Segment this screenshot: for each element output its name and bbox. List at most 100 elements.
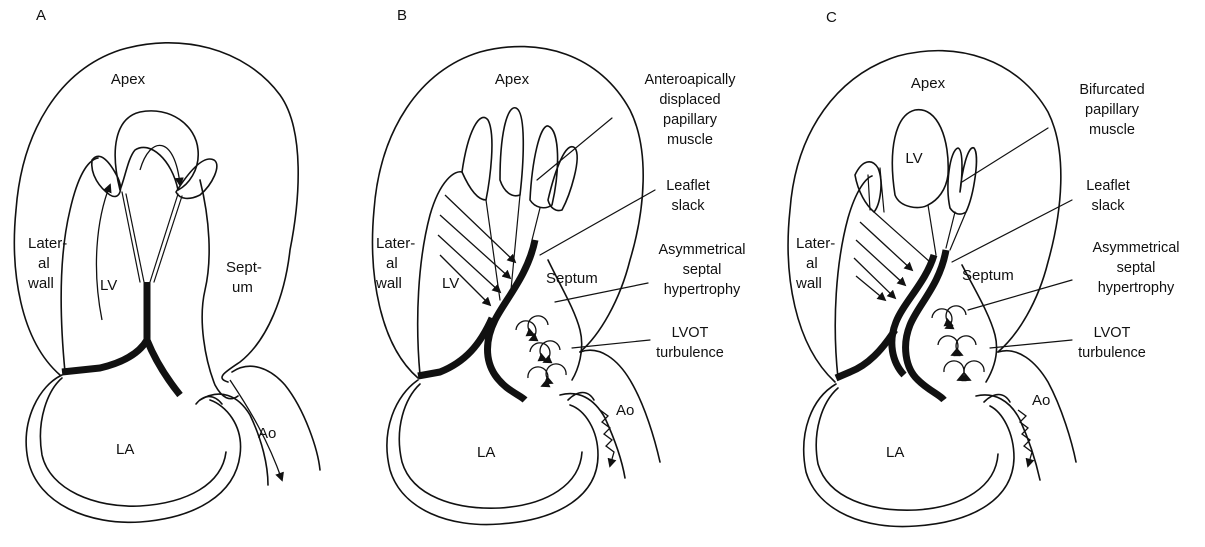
- panel-b-ao-label: Ao: [616, 402, 634, 419]
- panel-c-leaflet-line2: slack: [1091, 198, 1125, 214]
- panel-b: B: [373, 7, 746, 525]
- panel-a-chorda-1: [122, 192, 140, 282]
- panel-a-letter: A: [36, 7, 46, 24]
- panel-c-papillary-callout: Bifurcated papillary muscle: [1079, 82, 1144, 138]
- panel-b-turbulence-pointer: [572, 340, 650, 348]
- panel-c-lateral-line3: wall: [795, 275, 822, 292]
- panel-c-lateral-contour: [835, 176, 872, 378]
- panel-b-swirl-2: [528, 316, 548, 335]
- panel-c-swirl-6: [964, 361, 984, 380]
- panel-b-la-label: LA: [477, 444, 495, 461]
- panel-c-papillary-line2: papillary: [1085, 102, 1140, 118]
- panel-b-papillary-line3: papillary: [663, 112, 718, 128]
- panel-b-lateral-line1: Later-: [376, 235, 415, 252]
- panel-a-la-label: LA: [116, 441, 134, 458]
- panel-c: C: [788, 9, 1179, 527]
- panel-c-hypertrophy-line3: hypertrophy: [1098, 280, 1175, 296]
- panel-c-chorda-4: [950, 212, 966, 250]
- panel-b-ventricle-outline: [373, 47, 644, 378]
- panel-b-lateral-line3: wall: [375, 275, 402, 292]
- panel-b-wavy-outflow: [600, 410, 614, 466]
- panel-c-leaflet-callout: Leaflet slack: [1086, 178, 1130, 214]
- panel-c-atrium-inner: [816, 388, 998, 510]
- panel-a-papillary-right: [176, 159, 217, 198]
- panel-c-aorta-inner: [976, 395, 1040, 480]
- panel-c-leaflet-line1: Leaflet: [1086, 178, 1130, 194]
- panel-c-swirl-4: [956, 336, 976, 355]
- panel-c-turbulence-line2: turbulence: [1078, 345, 1146, 361]
- panel-b-papillary-pointer: [537, 118, 612, 180]
- panel-c-wavy-outflow: [1018, 410, 1032, 466]
- panel-b-swirl-5: [528, 367, 548, 386]
- panel-c-ao-label: Ao: [1032, 392, 1050, 409]
- panel-b-hypertrophy-line3: hypertrophy: [664, 282, 741, 298]
- panel-a-apex-label: Apex: [111, 71, 146, 88]
- panel-c-papillary-tip-1: [868, 175, 870, 210]
- panel-a-anterior-leaflet: [62, 282, 147, 372]
- panel-c-septum-label: Septum: [962, 267, 1014, 284]
- panel-b-hypertrophy-callout: Asymmetrical septal hypertrophy: [658, 242, 745, 298]
- panel-b-posterior-leaflet: [418, 318, 492, 376]
- panel-b-papillary-line4: muscle: [667, 132, 713, 148]
- panel-c-lateral-line1: Later-: [796, 235, 835, 252]
- panel-a-lateral-contour: [61, 158, 98, 372]
- panel-b-lateral-line2: al: [386, 255, 398, 272]
- panel-b-leaflet-pointer: [540, 190, 655, 255]
- panel-b-turbulence-callout: LVOT turbulence: [656, 325, 724, 361]
- panel-c-papillary-left: [855, 162, 881, 212]
- panel-c-posterior-leaflet: [836, 330, 895, 378]
- panel-a-lateral-line2: al: [38, 255, 50, 272]
- panel-a-apex-arrow: [140, 145, 180, 185]
- panel-c-papillary-bifurcated: [948, 148, 976, 214]
- panel-a-posterior-leaflet: [147, 340, 180, 395]
- panel-a-chorda-3: [150, 194, 178, 282]
- panel-c-chorda-1: [874, 212, 930, 262]
- panel-c-turbulence-pointer: [990, 340, 1072, 348]
- panel-c-lateral-line2: al: [806, 255, 818, 272]
- panel-b-papillary-line2: displaced: [659, 92, 720, 108]
- panel-b-papillary-1: [462, 117, 492, 200]
- panel-a-ventricle-outline: [14, 43, 298, 382]
- panel-a-septum-line1: Sept-: [226, 259, 262, 276]
- panel-c-turbulence-callout: LVOT turbulence: [1078, 325, 1146, 361]
- panel-c-letter: C: [826, 9, 837, 26]
- panel-a-septum-line2: um: [232, 279, 253, 296]
- panel-a-chorda-4: [154, 196, 182, 282]
- panel-b-septum-label: Septum: [546, 270, 598, 287]
- panel-c-swirl-1: [932, 309, 952, 328]
- panel-b-hypertrophy-line2: septal: [683, 262, 722, 278]
- panel-a-ao-label: Ao: [258, 425, 276, 442]
- panel-a-chorda-2: [126, 194, 144, 282]
- panel-c-la-label: LA: [886, 444, 904, 461]
- panel-b-turbulence-line1: LVOT: [672, 325, 709, 341]
- panel-c-turbulence-line1: LVOT: [1094, 325, 1131, 341]
- panel-c-leaflet-pointer: [952, 200, 1072, 262]
- panel-a: A Apex Later- al wall LV Sept: [14, 7, 320, 522]
- panel-b-chorda-3: [532, 208, 540, 240]
- panel-b-apex-label: Apex: [495, 71, 530, 88]
- panel-c-lv-label: LV: [905, 150, 922, 167]
- panel-c-swirl-2: [946, 306, 966, 325]
- panel-c-swirl-3: [938, 336, 958, 355]
- panel-b-papillary-line1: Anteroapically: [644, 72, 736, 88]
- panel-c-ventricle-outline: [788, 51, 1061, 382]
- panel-b-swirl-1: [516, 321, 536, 340]
- panel-b-swirl-6: [546, 364, 566, 383]
- panel-a-lateral-line3: wall: [27, 275, 54, 292]
- panel-c-flow-arrow-1: [860, 222, 912, 270]
- panel-b-leaflet-line1: Leaflet: [666, 178, 710, 194]
- panel-b-papillary-2: [500, 108, 523, 196]
- panel-a-lateral-line1: Later-: [28, 235, 67, 252]
- panel-b-papillary-callout: Anteroapically displaced papillary muscl…: [644, 72, 736, 148]
- panel-c-atrium-outline: [804, 384, 1014, 527]
- panel-b-turbulence-line2: turbulence: [656, 345, 724, 361]
- panel-c-hypertrophy-callout: Asymmetrical septal hypertrophy: [1092, 240, 1179, 296]
- panel-c-hypertrophy-pointer: [968, 280, 1072, 310]
- panel-c-papillary-line1: Bifurcated: [1079, 82, 1144, 98]
- panel-a-aorta-outer: [232, 366, 320, 470]
- panel-c-apex-label: Apex: [911, 75, 946, 92]
- panel-b-leaflet-callout: Leaflet slack: [666, 178, 710, 214]
- panel-c-hypertrophy-line2: septal: [1117, 260, 1156, 276]
- panel-c-flow-arrow-4: [856, 276, 885, 300]
